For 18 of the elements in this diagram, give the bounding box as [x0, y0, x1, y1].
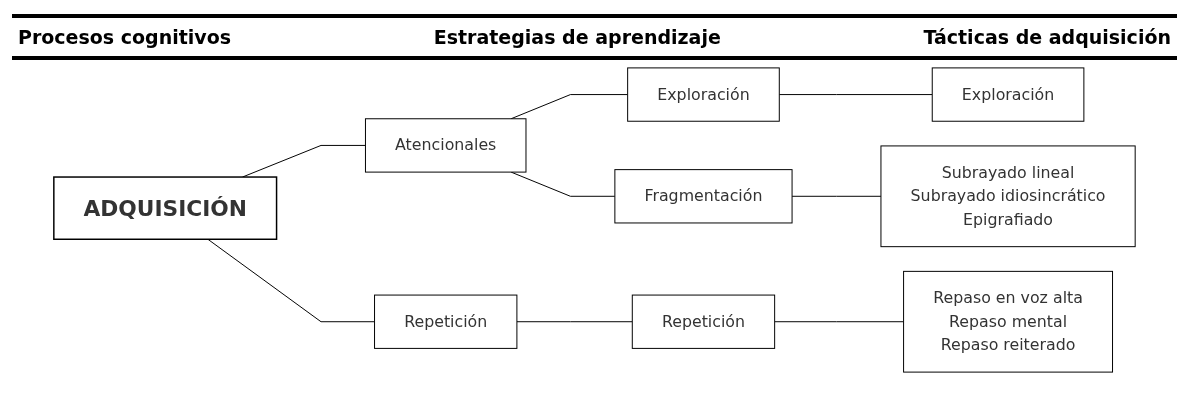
- node-box: Repaso en voz alta Repaso mental Repaso reiterado: [903, 270, 1114, 373]
- column-heading: Estrategias de aprendizaje: [433, 26, 721, 48]
- column-heading: Procesos cognitivos: [18, 26, 232, 48]
- connector: [516, 321, 633, 323]
- node-box: Atencionales: [364, 118, 527, 173]
- node-box: Exploración: [627, 67, 780, 122]
- node-box: Exploración: [931, 67, 1085, 122]
- connector: [774, 321, 905, 323]
- node-box: Fragmentación: [614, 169, 793, 224]
- connector: [242, 144, 366, 178]
- column-heading: Tácticas de adquisición: [923, 26, 1171, 48]
- node-box: Repetición: [374, 294, 518, 349]
- node-box: Repetición: [631, 294, 776, 349]
- connector: [791, 195, 882, 197]
- node-box: ADQUISICIÓN: [53, 176, 278, 240]
- connector: [207, 238, 376, 323]
- connector: [778, 94, 933, 96]
- node-box: Subrayado lineal Subrayado idiosincrático Epigrafiado: [880, 145, 1136, 248]
